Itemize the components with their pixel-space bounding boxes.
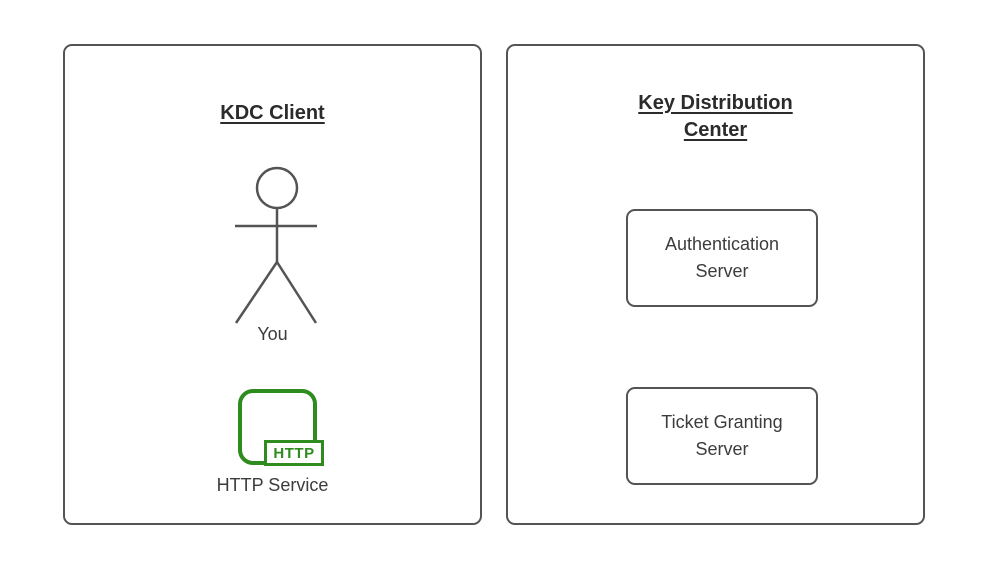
http-badge: HTTP	[264, 440, 324, 466]
actor-label: You	[257, 324, 288, 344]
authentication-server-node: Authentication Server	[626, 209, 818, 307]
person-icon	[234, 166, 318, 324]
ticket-granting-server-node: Ticket Granting Server	[626, 387, 818, 485]
http-service-label: HTTP Service	[216, 475, 329, 495]
kdc-client-panel: KDC Client You HTTP HTTP Service	[63, 44, 482, 525]
kdc-title-wrap: Key Distribution Center	[508, 90, 923, 144]
key-distribution-center-title: Key Distribution Center	[638, 92, 793, 141]
ticket-granting-server-label: Ticket Granting Server	[661, 412, 783, 459]
key-distribution-center-panel: Key Distribution Center Authentication S…	[506, 44, 925, 525]
kdc-client-title: KDC Client	[220, 102, 325, 124]
authentication-server-label: Authentication Server	[664, 234, 780, 281]
